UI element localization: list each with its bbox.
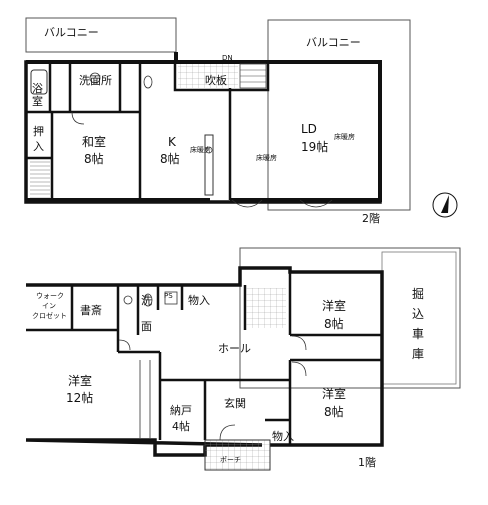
floor-2-label: 2階: [362, 211, 380, 225]
closet-tatami: [30, 160, 50, 198]
youshitsu-8a-size: 8帖: [324, 316, 344, 331]
youshitsu-12-name: 洋室: [68, 373, 92, 388]
kitchen-name: K: [168, 135, 177, 149]
balcony-left-outline: [25, 17, 177, 53]
washitsu-name: 和室: [82, 134, 106, 149]
floor-1-label: 1階: [358, 455, 376, 469]
storage-2-label: 物入: [272, 429, 294, 443]
floor-heating-ld: 床暖房: [334, 132, 355, 141]
floor-2: [24, 17, 411, 211]
youshitsu-8b-size: 8帖: [324, 404, 344, 419]
closet-label: 押入: [33, 124, 44, 153]
north-arrow-icon: [432, 192, 458, 218]
floor1-interior-walls: [26, 272, 382, 445]
atrium-stairs: [178, 64, 238, 88]
youshitsu-8b-name: 洋室: [322, 386, 346, 401]
floor-heating-center: 床暖房: [256, 153, 277, 162]
garage-outline: [239, 247, 461, 389]
ld-size: 19帖: [301, 139, 328, 154]
kitchen-size: 8帖: [160, 151, 180, 166]
ps-label: PS: [164, 292, 173, 300]
atrium-label: 吹板: [205, 73, 227, 87]
study-label: 書斎: [80, 303, 102, 317]
atrium-dn-label: DN: [222, 54, 233, 62]
youshitsu-12-size: 12帖: [66, 390, 93, 405]
hall-label: ホール: [218, 342, 251, 355]
washroom-2f-label: 洗面所: [79, 74, 112, 87]
floor-heating-kitchen: 床暖房: [190, 145, 211, 154]
floor-1: [25, 247, 461, 471]
nando-size: 4帖: [172, 420, 190, 433]
nando-name: 納戸: [170, 404, 192, 417]
sink: [89, 72, 101, 84]
garage-label: 掘 込 車 庫: [412, 286, 428, 361]
porch-label: ポーチ: [220, 456, 241, 464]
toilet: [143, 75, 153, 89]
walk-in-closet-label: ウォーク イン クロゼット: [32, 292, 67, 320]
stairs-1f: [246, 288, 286, 328]
washitsu-size: 8帖: [84, 151, 104, 166]
balcony-left-label: バルコニー: [44, 26, 99, 39]
porch-tiles: [204, 439, 271, 471]
bath-label: 浴室: [32, 82, 43, 108]
balcony-right-outline: [267, 19, 411, 211]
balcony-right-label: バルコニー: [306, 36, 361, 49]
washroom-1f-label: 洗面: [141, 294, 152, 333]
floor2-interior-walls: [26, 62, 270, 200]
bathtub: [30, 69, 48, 95]
kitchen-counter: [204, 134, 214, 196]
ld-name: LD: [301, 122, 317, 136]
storage-1-label: 物入: [188, 293, 210, 307]
youshitsu-8a-name: 洋室: [322, 298, 346, 313]
genkan-label: 玄関: [224, 396, 246, 410]
